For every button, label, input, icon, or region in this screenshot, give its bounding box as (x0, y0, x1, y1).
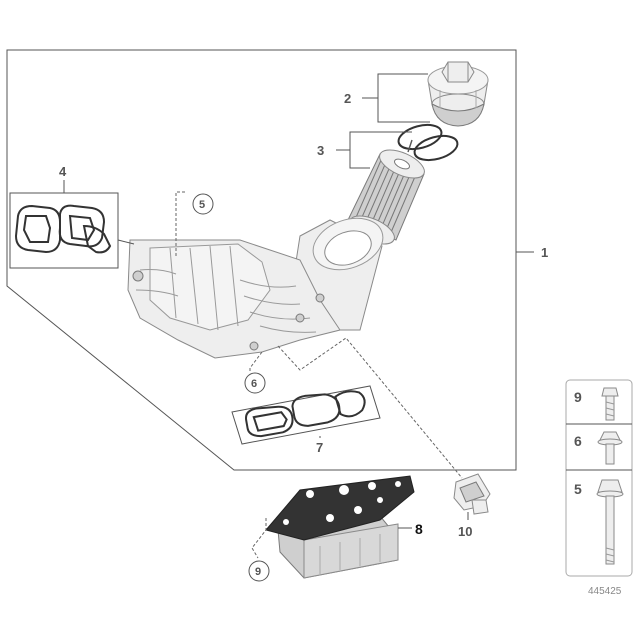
bracket-2 (377, 73, 430, 123)
long-bolt-5-icon (596, 479, 624, 565)
callout-10: 10 (458, 524, 472, 539)
callout-7: 7 (316, 440, 323, 455)
callout-9: 9 (255, 566, 261, 578)
reference-number: 445425 (588, 586, 622, 597)
oil-sensor (453, 473, 491, 515)
flange-screw-6-icon (597, 431, 623, 465)
side-panel-item-5: 5 (574, 481, 582, 497)
small-parts-panel (565, 379, 633, 577)
oil-filter-cap (427, 61, 489, 127)
oil-filter-housing (127, 217, 384, 359)
oil-cooler (265, 475, 415, 579)
o-ring-element (413, 134, 459, 162)
assembly-frame (6, 49, 517, 471)
gasket-4-box (9, 192, 119, 269)
callout-4: 4 (59, 164, 67, 179)
callout-2: 2 (344, 91, 351, 106)
gasket-4 (14, 204, 112, 254)
side-panel-item-6: 6 (574, 433, 582, 449)
callout-5: 5 (199, 199, 205, 211)
callout-8: 8 (415, 521, 423, 537)
callout-6-circle (244, 372, 266, 394)
callout-5-circle (192, 193, 214, 215)
gasket-7 (244, 390, 366, 438)
callout-9-circle (248, 560, 270, 582)
bolt-9-icon (601, 387, 619, 421)
callout-6: 6 (251, 378, 257, 390)
side-panel-item-9: 9 (574, 389, 582, 405)
o-ring-cap (397, 123, 443, 151)
callout-1: 1 (541, 245, 548, 260)
callout-3: 3 (317, 143, 324, 158)
